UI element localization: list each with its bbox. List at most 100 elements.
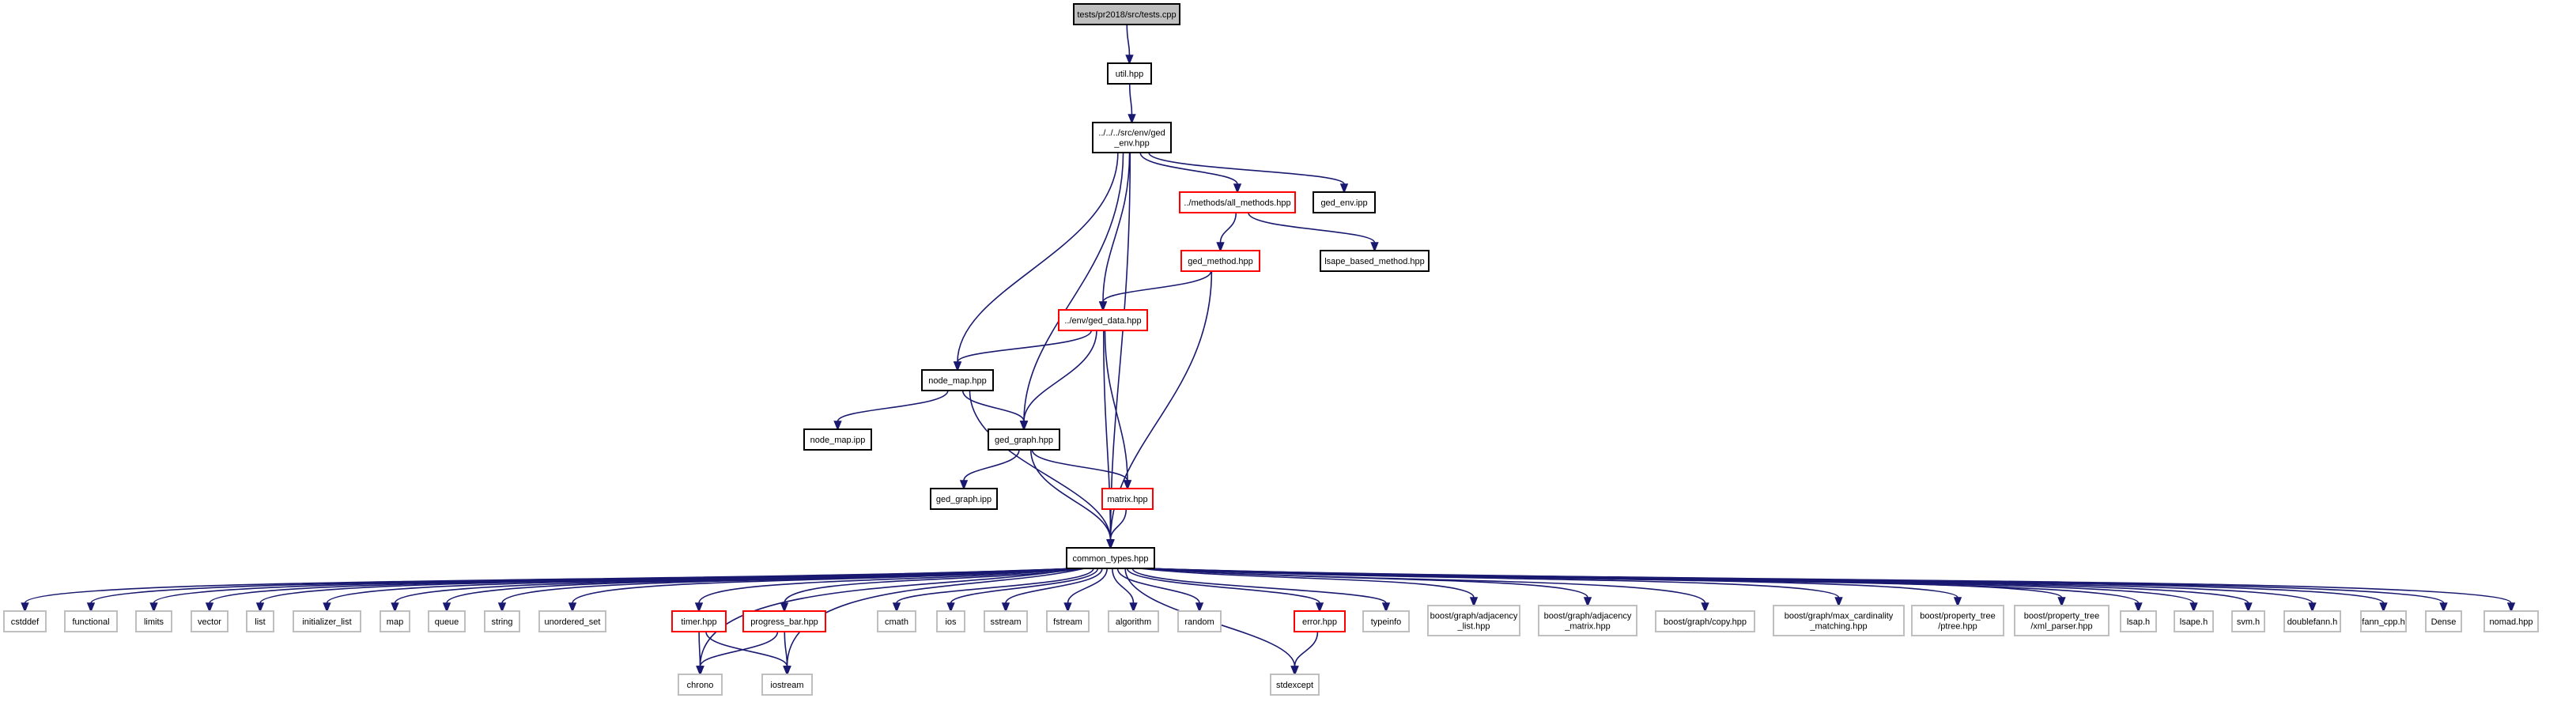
node-progress[interactable]: progress_bar.hpp — [742, 610, 826, 632]
edge-line — [1023, 152, 1124, 422]
node-nodemap[interactable]: node_map.hpp — [921, 369, 994, 391]
edge-line — [784, 568, 1085, 604]
node-adjlist: boost/graph/adjacency_list.hpp — [1427, 605, 1520, 636]
edge-allmethods-to-gedmethod — [1216, 212, 1237, 253]
node-box — [3, 610, 47, 632]
edge-nodemap-to-nodemapipp — [833, 390, 949, 432]
node-matrix[interactable]: matrix.hpp — [1101, 488, 1154, 510]
node-label: string — [492, 617, 513, 627]
node-box — [538, 610, 606, 632]
node-functional: functional — [64, 610, 118, 632]
node-label: nomad.hpp — [2489, 617, 2533, 627]
edge-common-to-timer — [694, 568, 1078, 613]
edge-geddata-to-common — [1102, 330, 1115, 550]
edge-gedgraph-to-gedgraphipp — [959, 449, 1020, 491]
edge-error-to-stdexcept — [1290, 631, 1319, 677]
node-label: /xml_parser.hpp — [2030, 622, 2092, 632]
nodes-layer: tests/pr2018/src/tests.cpp util.hpp ../../… — [3, 3, 2539, 696]
edge-geddata-to-gedgraph — [1019, 330, 1097, 432]
edge-arrowhead — [1315, 602, 1324, 613]
node-ios: ios — [936, 610, 965, 632]
edge-arrowhead — [497, 602, 507, 613]
node-tests[interactable]: tests/pr2018/src/tests.cpp — [1073, 3, 1180, 25]
edge-arrowhead — [323, 602, 331, 613]
node-label: queue — [435, 617, 459, 627]
edge-arrowhead — [2439, 602, 2448, 613]
node-box — [64, 610, 118, 632]
node-label: unordered_set — [545, 617, 601, 627]
node-box — [2174, 610, 2214, 632]
node-lsaph: lsap.h — [2120, 610, 2157, 632]
node-gedmethod[interactable]: ged_method.hpp — [1180, 250, 1260, 272]
node-error[interactable]: error.hpp — [1294, 610, 1346, 632]
node-nodemapipp[interactable]: node_map.ipp — [803, 428, 872, 451]
edge-arrowhead — [1106, 539, 1115, 550]
node-geddata[interactable]: ../env/ged_data.hpp — [1058, 309, 1148, 331]
edge-line — [896, 568, 1094, 604]
edge-common-to-copy — [1145, 568, 1709, 613]
edge-arrowhead — [1953, 597, 1962, 608]
node-box — [742, 610, 826, 632]
node-label: ged_method.hpp — [1188, 257, 1253, 266]
edge-arrowhead — [833, 421, 842, 432]
node-common[interactable]: common_types.hpp — [1066, 547, 1155, 569]
node-box — [671, 610, 727, 632]
edge-arrowhead — [1233, 183, 1242, 194]
node-gedenv[interactable]: ../../../src/env/ged_env.hpp — [1092, 122, 1172, 153]
edge-arrowhead — [1001, 602, 1010, 613]
edge-common-to-random — [1116, 568, 1204, 613]
node-label: ../methods/all_methods.hpp — [1184, 198, 1290, 208]
node-allmethods[interactable]: ../methods/all_methods.hpp — [1179, 191, 1296, 213]
node-label: boost/graph/max_cardinality — [1785, 612, 1894, 621]
node-label: map — [387, 617, 403, 627]
node-label: ../../../src/env/ged — [1098, 129, 1165, 138]
edge-line — [698, 631, 701, 667]
node-gedgraph[interactable]: ged_graph.hpp — [988, 428, 1060, 451]
node-box — [1911, 605, 2004, 636]
node-label: ios — [945, 617, 957, 627]
edge-line — [1112, 568, 1135, 604]
node-stdexcept: stdexcept — [1270, 674, 1320, 696]
edge-line — [1005, 568, 1103, 604]
node-label: algorithm — [1116, 617, 1151, 627]
node-timer[interactable]: timer.hpp — [671, 610, 727, 632]
node-random: random — [1177, 610, 1222, 632]
node-util[interactable]: util.hpp — [1107, 62, 1152, 85]
node-box — [1320, 250, 1430, 272]
edge-geddata-to-nodemap — [953, 330, 1093, 372]
node-label: ged_graph.hpp — [995, 436, 1053, 445]
node-label: boost/graph/adjacency — [1544, 612, 1632, 621]
edge-line — [1148, 152, 1345, 185]
node-label: cstddef — [11, 617, 40, 627]
node-gedenvipp[interactable]: ged_env.ipp — [1313, 191, 1376, 213]
node-box — [484, 610, 520, 632]
node-label: matrix.hpp — [1107, 495, 1147, 504]
node-vector: vector — [191, 610, 229, 632]
node-label: _matching.hpp — [1809, 622, 1867, 632]
node-box — [1046, 610, 1090, 632]
node-label: ged_graph.ipp — [936, 495, 991, 504]
node-lsape[interactable]: lsape_based_method.hpp — [1320, 250, 1430, 272]
edge-line — [950, 568, 1099, 604]
node-label: functional — [72, 617, 109, 627]
edge-line — [705, 631, 788, 667]
node-label: lsap.h — [2127, 617, 2150, 627]
edge-line — [1219, 212, 1237, 243]
edge-line — [1145, 568, 2512, 604]
node-label: fstream — [1053, 617, 1082, 627]
node-fstream: fstream — [1046, 610, 1090, 632]
node-label: node_map.hpp — [928, 376, 986, 386]
edge-line — [1067, 568, 1108, 604]
node-label: doublefann.h — [2287, 617, 2338, 627]
edge-line — [786, 568, 1085, 667]
node-gedgraphipp[interactable]: ged_graph.ipp — [930, 488, 998, 510]
edge-line — [698, 568, 1078, 604]
edge-arrowhead — [1701, 602, 1709, 613]
node-label: _list.hpp — [1457, 622, 1490, 632]
edge-line — [1126, 568, 1320, 604]
node-svmh: svm.h — [2231, 610, 2265, 632]
node-box — [678, 674, 723, 696]
edge-arrowhead — [2134, 602, 2143, 613]
node-doublefann: doublefann.h — [2283, 610, 2341, 632]
node-map: map — [380, 610, 410, 632]
